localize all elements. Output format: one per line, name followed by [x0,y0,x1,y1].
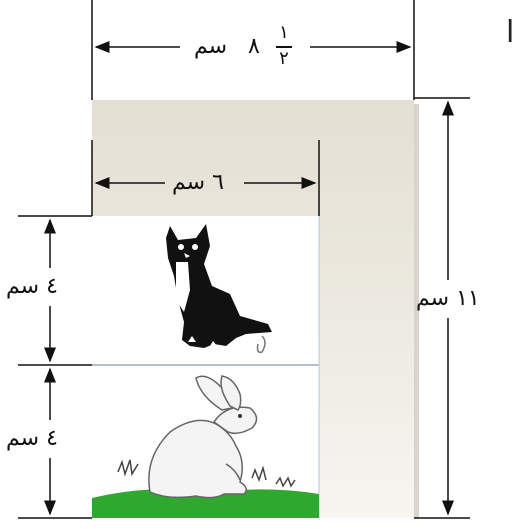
grass-icon [92,459,319,518]
rabbit-icon [148,375,258,499]
panel-shadow [414,104,419,518]
top-width-whole: ٨ [248,34,260,59]
inner-width-label: ٦ سم [172,170,224,195]
partial-text: ا [506,15,515,50]
top-width-unit: سم [194,34,228,59]
top-width-numerator: ١ [279,22,289,43]
cat-icon [166,224,272,354]
rabbit-section-height-label: ٤ سم [6,426,58,451]
top-width-denominator: ٢ [279,48,289,69]
fraction-bar [276,46,292,48]
total-height-label: ١١ سم [416,286,480,311]
cat-section-height-label: ٤ سم [6,274,58,299]
